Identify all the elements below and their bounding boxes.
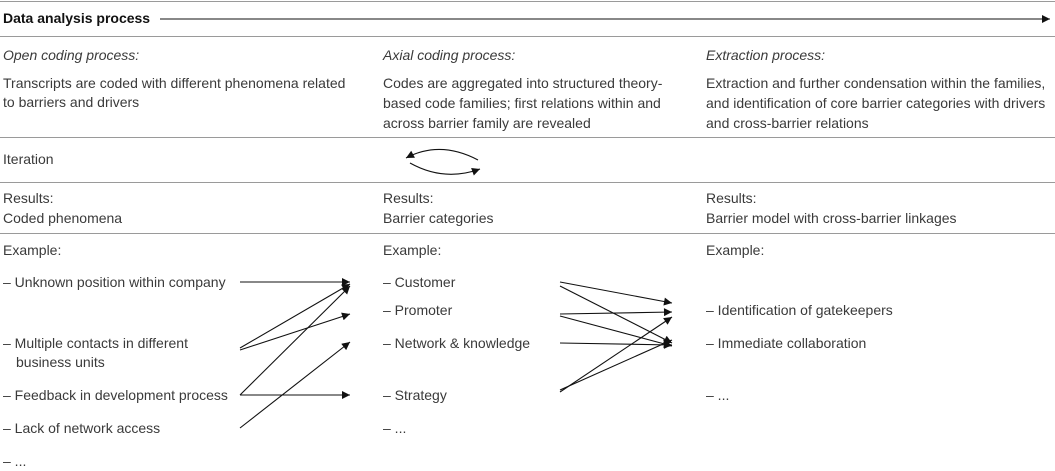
list-item: – Immediate collaboration: [706, 335, 867, 351]
open-coding-description-line2: to barriers and drivers: [3, 94, 140, 110]
divider: [0, 182, 1055, 183]
extraction-example-label: Example:: [706, 242, 765, 258]
header-title: Data analysis process: [3, 10, 151, 26]
open-coding-heading: Open coding process:: [3, 47, 140, 63]
extraction-heading: Extraction process:: [706, 47, 826, 63]
axial-coding-example-label: Example:: [383, 242, 442, 258]
list-item: – Promoter: [383, 302, 453, 318]
extraction-description-line2: and identification of core barrier categ…: [706, 95, 1046, 111]
open-coding-results-label: Results:: [3, 190, 54, 206]
list-item: – Identification of gatekeepers: [706, 302, 893, 318]
iteration-label: Iteration: [3, 151, 54, 167]
axial-coding-results-label: Results:: [383, 190, 434, 206]
axial-coding-results: Barrier categories: [383, 210, 494, 226]
extraction-results: Barrier model with cross-barrier linkage…: [706, 210, 957, 226]
list-item: – Unknown position within company: [3, 274, 226, 290]
open-coding-example-label: Example:: [3, 242, 62, 258]
axial-coding-description-line3: across barrier family are revealed: [383, 115, 591, 131]
divider: [0, 233, 1055, 234]
list-item: – Feedback in development process: [3, 387, 228, 403]
axial-coding-heading: Axial coding process:: [383, 47, 516, 63]
open-coding-results: Coded phenomena: [3, 210, 123, 226]
list-item: – Lack of network access: [3, 420, 161, 436]
iteration-cycle-icon: [405, 148, 481, 176]
list-item-continuation: business units: [16, 354, 105, 370]
divider: [0, 36, 1055, 37]
list-item: – Multiple contacts in different: [3, 335, 188, 351]
list-item: – Network & knowledge: [383, 335, 531, 351]
list-item: – Strategy: [383, 387, 447, 403]
open-to-axial-arrows: [239, 278, 351, 429]
axial-coding-description-line2: based code families; first relations wit…: [383, 95, 661, 111]
divider: [0, 1, 1055, 2]
extraction-description-line1: Extraction and further condensation with…: [706, 75, 1046, 91]
list-item: – ...: [383, 420, 407, 436]
axial-to-extraction-arrows: [559, 281, 673, 393]
list-item: – Customer: [383, 274, 456, 290]
extraction-description-line3: and cross-barrier relations: [706, 115, 869, 131]
divider: [0, 137, 1055, 138]
axial-coding-description-line1: Codes are aggregated into structured the…: [383, 75, 663, 91]
open-coding-description-line1: Transcripts are coded with different phe…: [3, 75, 346, 91]
extraction-results-label: Results:: [706, 190, 757, 206]
list-item: – ...: [706, 387, 730, 403]
list-item: – ...: [3, 453, 27, 469]
